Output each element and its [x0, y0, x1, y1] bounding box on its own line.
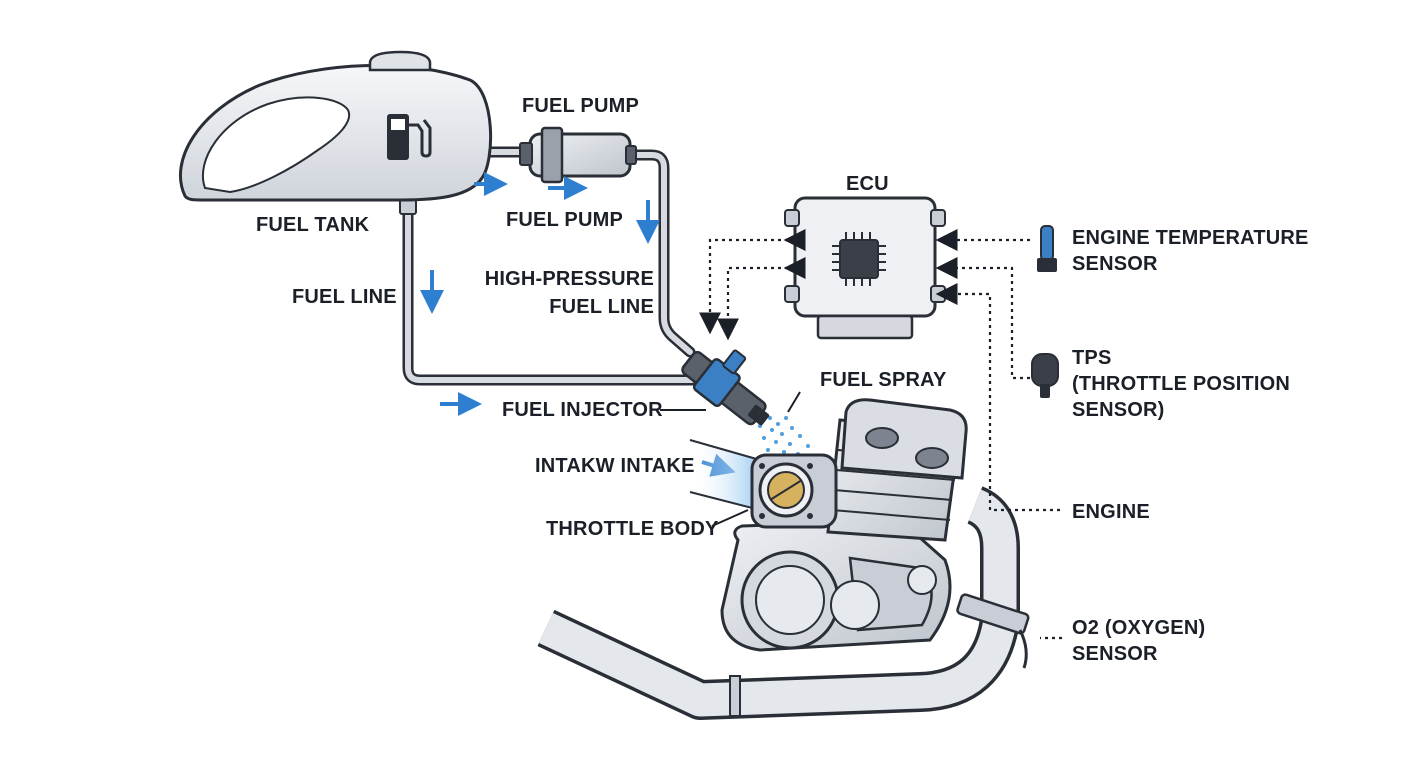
exhaust-pipe	[537, 486, 1020, 720]
label-fuel-pump-bottom: FUEL PUMP	[506, 209, 623, 231]
label-engine-temperature-1: ENGINE TEMPERATURE	[1072, 227, 1309, 249]
fuel-line-pipes	[399, 146, 698, 386]
throttle-body	[750, 453, 838, 529]
label-o2-sensor-2: SENSOR	[1072, 643, 1158, 665]
signal-lines	[699, 229, 1062, 640]
label-ecu: ECU	[846, 173, 889, 195]
label-fuel-pump-top: FUEL PUMP	[522, 95, 639, 117]
engine	[720, 398, 968, 652]
engine-temperature-sensor	[1037, 225, 1057, 272]
labels: FUEL TANK FUEL PUMP FUEL PUMP FUEL LINE …	[256, 95, 1309, 665]
label-fuel-injector: FUEL INJECTOR	[502, 399, 663, 421]
label-fuel-tank: FUEL TANK	[256, 214, 370, 236]
label-engine-temperature-2: SENSOR	[1072, 253, 1158, 275]
fuel-injector	[681, 349, 770, 426]
tps-sensor	[1031, 353, 1059, 398]
label-throttle-body: THROTTLE BODY	[546, 518, 719, 540]
label-high-pressure-line-1: HIGH-PRESSURE	[485, 268, 654, 290]
fuel-spray	[758, 416, 810, 456]
label-fuel-spray: FUEL SPRAY	[820, 369, 947, 391]
intake-air-stream	[689, 439, 761, 511]
fuel-pump	[519, 126, 637, 184]
label-fuel-line: FUEL LINE	[292, 286, 397, 308]
label-tps-1: TPS	[1072, 347, 1112, 369]
leader-lines	[660, 391, 801, 527]
fuel-tank	[179, 50, 493, 202]
label-tps-3: SENSOR)	[1072, 399, 1165, 421]
label-intake: INTAKW INTAKE	[535, 455, 695, 477]
o2-sensor	[956, 593, 1030, 669]
label-high-pressure-line-2: FUEL LINE	[549, 296, 654, 318]
ecu	[784, 196, 946, 340]
label-engine: ENGINE	[1072, 501, 1150, 523]
fuel-pump-icon	[387, 114, 432, 160]
chip-icon	[832, 232, 886, 286]
label-o2-sensor-1: O2 (OXYGEN)	[1072, 617, 1205, 639]
label-tps-2: (THROTTLE POSITION	[1072, 373, 1290, 395]
